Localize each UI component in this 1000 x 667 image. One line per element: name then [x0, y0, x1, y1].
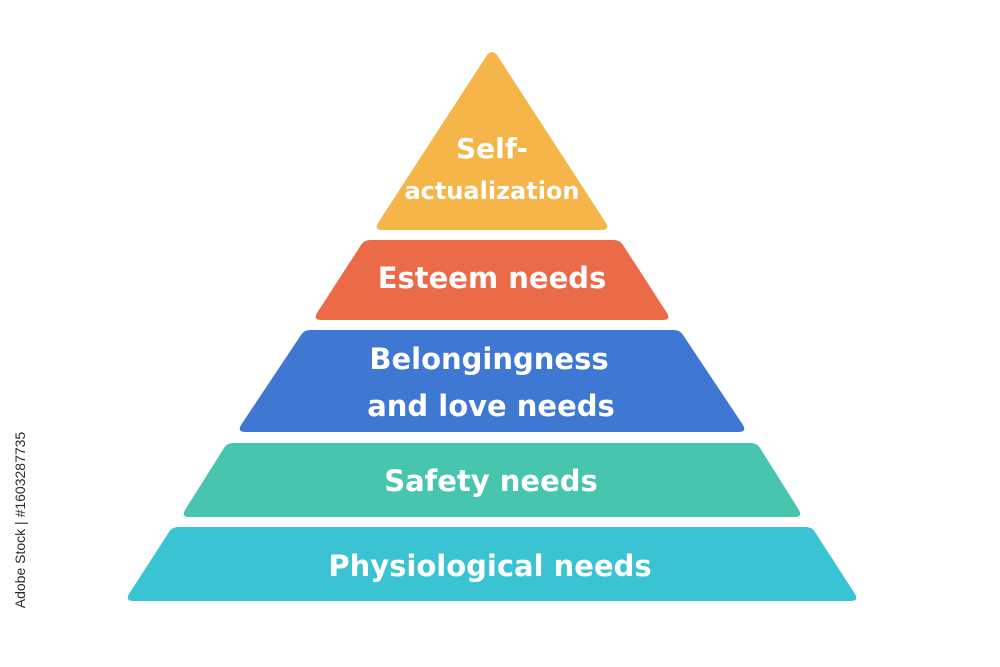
level-label-esteem: Esteem needs: [378, 261, 607, 295]
level-shape-physiological: [127, 527, 857, 601]
level-shape-safety: [183, 443, 801, 517]
stock-id-watermark: Adobe Stock | #1603287735: [12, 430, 28, 610]
level-shape-belongingness: [239, 330, 745, 432]
pyramid-level-physiological: Physiological needs: [127, 527, 857, 601]
level-label-self-actualization-line-1: Self-: [456, 132, 528, 165]
pyramid-level-self-actualization: Self- actualization: [376, 52, 608, 230]
stock-id-text: Adobe Stock | #1603287735: [12, 431, 28, 609]
level-label-belongingness-line-1: Belongingness: [369, 342, 608, 376]
pyramid-level-belongingness: Belongingness and love needs: [239, 330, 745, 432]
level-label-self-actualization-line-2: actualization: [404, 177, 579, 205]
pyramid-level-safety: Safety needs: [183, 443, 801, 517]
pyramid-level-esteem: Esteem needs: [315, 240, 669, 320]
level-label-belongingness-line-2: and love needs: [367, 389, 615, 423]
level-shape-esteem: [315, 240, 669, 320]
level-label-safety: Safety needs: [384, 464, 598, 498]
level-shape-self-actualization: [376, 52, 608, 230]
level-label-physiological: Physiological needs: [328, 549, 651, 583]
